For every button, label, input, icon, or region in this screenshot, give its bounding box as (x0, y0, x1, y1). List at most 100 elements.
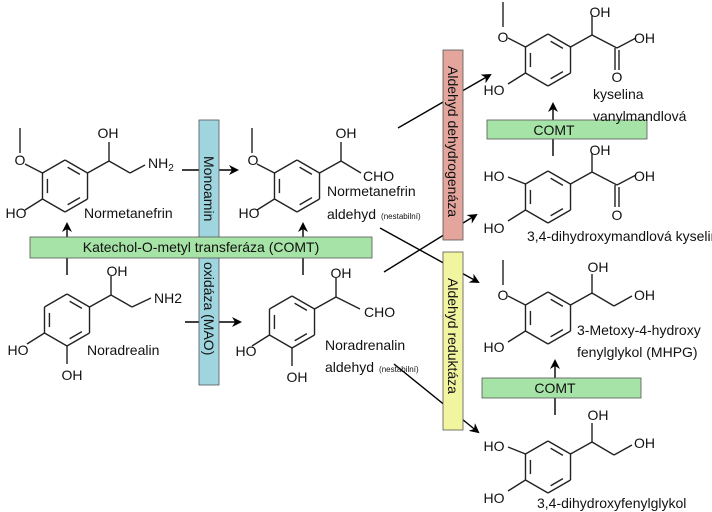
dhma-ring-bond (525, 209, 549, 224)
mao-label-top: Monoamin (201, 156, 217, 221)
aldh-label: Aldehyd dehydrogenáza (445, 66, 461, 217)
vma-chain-bond (570, 34, 593, 48)
normetanefrin-ho: HO (6, 205, 27, 221)
normetanefrin-name: Normetanefrin (84, 205, 173, 221)
mhpg-oh: OH (588, 259, 609, 275)
dhma-ring-bond (547, 170, 571, 185)
noradrealin-chain-bond (89, 294, 112, 308)
dhma-ho1: HO (484, 168, 505, 184)
dhma-ho-bond (507, 176, 526, 185)
noradrealin-oh: OH (107, 263, 128, 279)
normetanefrin-double-bond (67, 197, 81, 206)
na-aldehyd-ho: HO (236, 343, 257, 359)
vma-ring-bond (547, 72, 571, 87)
dhpg-glycol-bond (591, 441, 615, 456)
na-aldehyd-chain-bond (314, 296, 337, 310)
mhpg-ring-bond (525, 291, 549, 306)
na-aldehyd-cho: CHO (364, 304, 395, 320)
noradrealin-double-bond (69, 300, 83, 309)
vma-cooh-o: O (612, 69, 623, 85)
normetanefrin-ring-bond (42, 198, 66, 213)
mhpg-chain-bond (570, 292, 593, 306)
normetanefrin-double-bond (67, 166, 81, 175)
normetanefrin-ring-bond (64, 198, 88, 213)
dhma-chain-bond (570, 171, 593, 185)
na-aldehyd-oh: OH (331, 265, 352, 281)
dhma-acid-bond (591, 171, 618, 186)
dhpg-ring-bond (525, 479, 549, 494)
mhpg-ring-bond (547, 291, 571, 306)
noradrealin-nh2: NH2 (154, 290, 182, 306)
mhpg-o: O (498, 287, 509, 303)
vma-ho: HO (484, 82, 505, 98)
dhpg-double-bond (550, 447, 564, 456)
nm-aldehyd-double-bond (299, 197, 313, 206)
na-aldehyd-name2: aldehyd(nestabilní) (325, 359, 419, 375)
normetanefrin-ho-bond (24, 198, 43, 211)
normetanefrin-amine-bond (108, 160, 131, 174)
dhma-cooh-oh: OH (634, 168, 655, 184)
mhpg-glycol-bond (591, 292, 615, 307)
mhpg-double-bond (550, 298, 564, 307)
vma-name1: kyselina (593, 86, 644, 102)
comt-main-label: Katechol-O-metyl transferáza (COMT) (83, 239, 320, 255)
vma-acid-bond (591, 34, 618, 49)
vma-acid-bond (616, 37, 637, 49)
na-aldehyd-double-bond (294, 333, 308, 342)
mhpg-ho-bond (507, 330, 526, 343)
nm-aldehyd-o-bond (256, 163, 275, 174)
vma-oh: OH (590, 4, 611, 20)
normetanefrin-nh2: NH2 (148, 155, 174, 174)
vma-ring-bond (547, 33, 571, 48)
normetanefrin-ring-bond (42, 159, 66, 174)
nm-aldehyd-o: O (248, 152, 259, 168)
nm-aldehyd-chain-bond (319, 160, 342, 174)
dhpg-ring-bond (547, 479, 571, 494)
dhpg-name: 3,4-dihydroxyfenylglykol (537, 495, 686, 511)
nm-aldehyd-name1: Normetanefrin (327, 183, 416, 199)
nm-aldehyd-cho-bond (340, 160, 362, 174)
dhpg-double-bond (550, 478, 564, 487)
na-aldehyd-ring-bond (291, 334, 315, 349)
mhpg-double-bond (550, 329, 564, 338)
mhpg-oh2: OH (634, 287, 655, 303)
dhpg-ring-bond (547, 440, 571, 455)
noradrealin-amine-bond (110, 294, 133, 308)
dhma-cooh-o: O (612, 207, 623, 223)
mhpg-ho: HO (484, 339, 505, 355)
vma-o-bond (507, 37, 526, 48)
noradrealin-double-bond (69, 331, 83, 340)
dhma-ho: HO (484, 220, 505, 236)
normetanefrin-ring-bond (64, 159, 88, 174)
vma-ring-bond (525, 33, 549, 48)
vma-double-bond (550, 71, 564, 80)
dhpg-ho1: HO (484, 438, 505, 454)
vma-ring-bond (525, 72, 549, 87)
noradrealin-oh2: OH (62, 367, 83, 383)
normetanefrin-amine-bond (129, 164, 146, 174)
ar-label: Aldehyd reduktáza (445, 278, 461, 394)
na-aldehyd-double-bond (294, 302, 308, 311)
normetanefrin-oh: OH (98, 125, 119, 141)
nm-aldehyd-ring-bond (296, 198, 320, 213)
aldh-box (442, 49, 464, 241)
mhpg-ring-bond (547, 330, 571, 345)
mhpg-ring-bond (525, 330, 549, 345)
nm-aldehyd-name2: aldehyd(nestabilní) (327, 206, 421, 222)
nm-aldehyd-double-bond (299, 166, 313, 175)
comt-top-label: COMT (533, 122, 575, 138)
vma-o: O (498, 29, 509, 45)
noradrealin-ho: HO (8, 342, 29, 358)
na-aldehyd-ho-bond (251, 334, 270, 347)
noradrealin-name: Noradrealin (87, 342, 159, 358)
normetanefrin-chain-bond (87, 160, 110, 174)
dhma-ho-bond (507, 209, 526, 222)
nm-aldehyd-ho: HO (239, 205, 260, 221)
na-aldehyd-ring-bond (269, 295, 293, 310)
comt-bottom-box (481, 377, 642, 399)
mao-label-bottom: oxidáza (MAO) (201, 262, 217, 355)
nm-aldehyd-ho-bond (256, 198, 275, 211)
dhpg-ho: HO (484, 490, 505, 506)
dhma-acid-bond (616, 174, 637, 186)
